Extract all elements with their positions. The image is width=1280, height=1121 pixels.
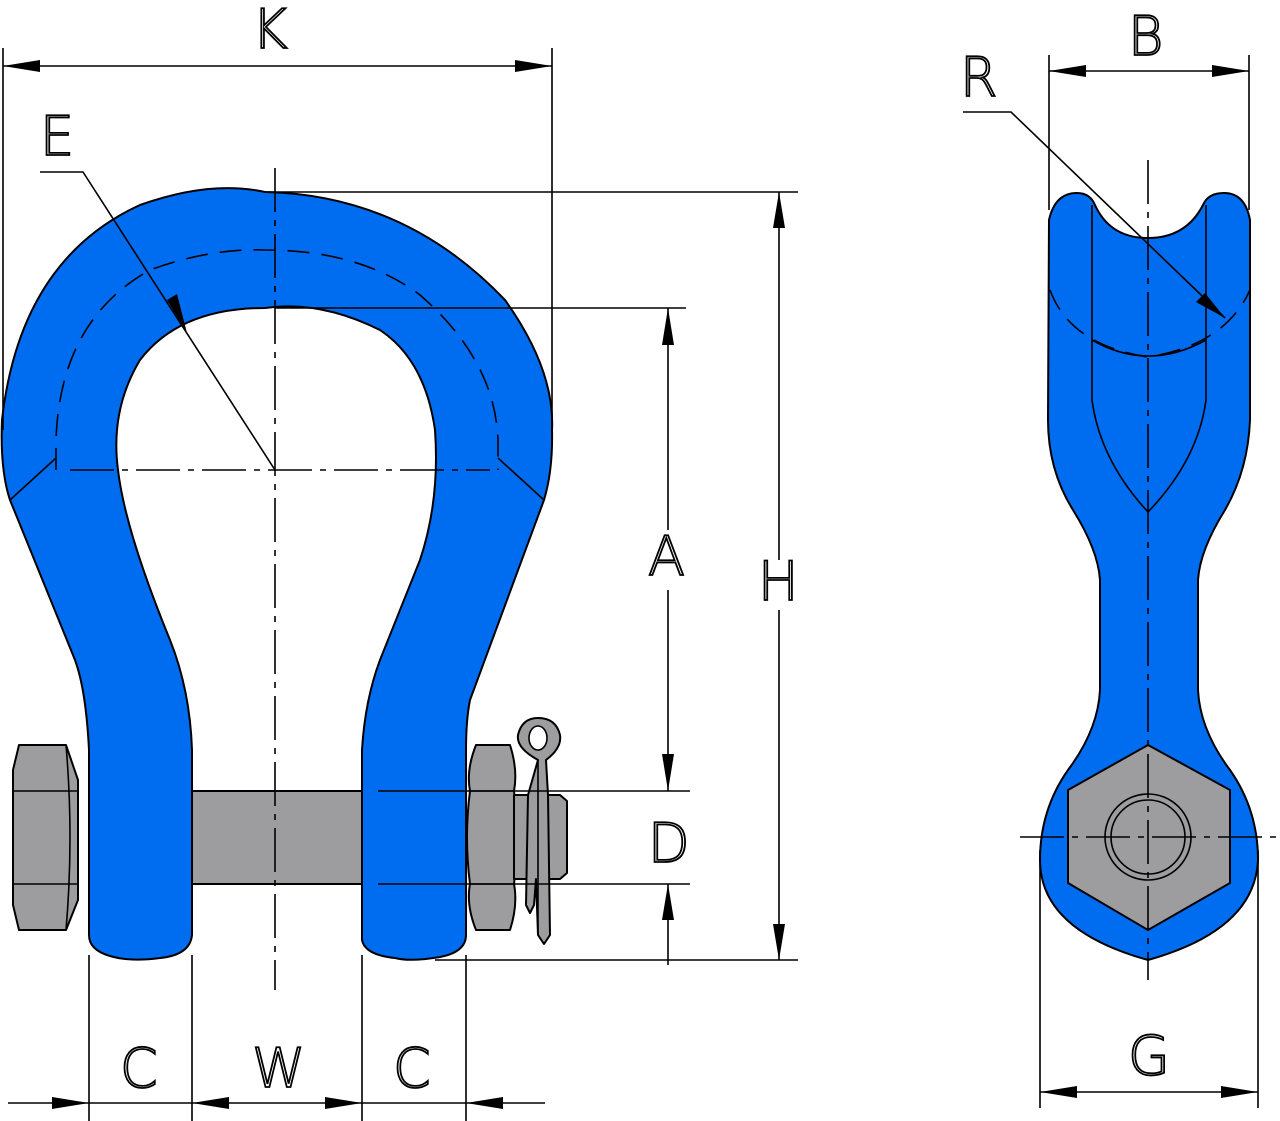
- label-D: D: [648, 812, 690, 875]
- front-dimensions: K E H A D: [2, 0, 800, 1121]
- cotter-pin: [516, 717, 562, 945]
- dim-R: R: [959, 45, 1226, 319]
- dim-K: K: [2, 0, 553, 430]
- label-K: K: [252, 0, 287, 61]
- side-inner-right: [1147, 205, 1207, 513]
- label-B: B: [1128, 5, 1163, 68]
- side-view: [1020, 160, 1280, 980]
- label-A: A: [648, 525, 685, 588]
- label-C-left: C: [120, 1037, 158, 1100]
- bow-centerline-arc: [55, 249, 499, 470]
- side-crown-hidden-arc: [1049, 289, 1251, 358]
- label-R: R: [960, 46, 998, 109]
- label-W: W: [252, 1037, 305, 1100]
- front-view: [0, 168, 690, 990]
- label-E: E: [40, 105, 74, 168]
- dim-A: A: [275, 307, 686, 791]
- side-crown-arc: [1091, 339, 1207, 357]
- dim-D: D: [647, 811, 690, 965]
- bolt-shank: [159, 790, 401, 885]
- side-dimensions: B R G: [959, 4, 1259, 1108]
- label-G: G: [1128, 1025, 1170, 1088]
- side-inner-left: [1091, 205, 1149, 513]
- dim-H: H: [265, 191, 800, 961]
- bolt-head: [12, 744, 79, 931]
- dim-B: B: [1048, 4, 1250, 210]
- transition-line-right: [497, 457, 545, 501]
- label-H: H: [758, 550, 799, 613]
- dim-G: G: [1039, 850, 1259, 1108]
- label-C-right: C: [393, 1037, 431, 1100]
- shackle-bow: [0, 187, 554, 961]
- dim-E: E: [39, 104, 276, 471]
- nut: [466, 744, 518, 931]
- transition-line-left: [9, 457, 57, 501]
- dim-CWC: C W C: [8, 955, 545, 1121]
